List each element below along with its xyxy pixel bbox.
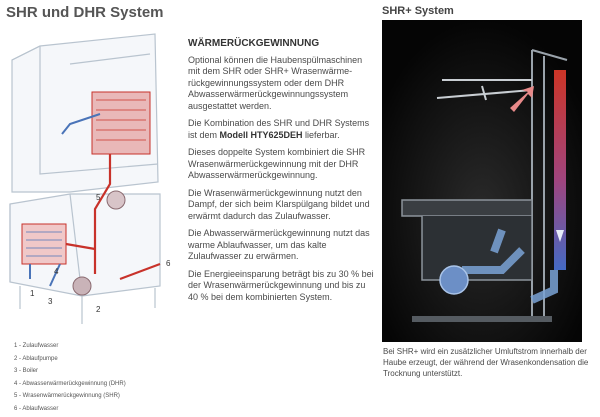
- down-arrow: [556, 230, 564, 242]
- machine-base: [412, 316, 552, 322]
- diagram-label-2: 2: [96, 305, 101, 314]
- paragraph-intro: Optional können die Haubenspülmaschinen …: [188, 54, 363, 111]
- diagram-label-6: 6: [166, 259, 171, 268]
- shr-heat-exchanger: [91, 91, 151, 155]
- circulation-pipes: [462, 228, 558, 304]
- paragraph-energy-saving: Die Energieeinsparung beträgt bis zu 30 …: [188, 268, 374, 302]
- paragraph-vapour-recovery: Die Wrasenwärmerückgewinnung nutzt den D…: [188, 187, 370, 221]
- legend-list: 1 - Zulaufwasser 2 - Ablaufpumpe 3 - Boi…: [14, 340, 190, 415]
- section-heading: WÄRMERÜCKGEWINNUNG: [188, 38, 320, 49]
- diagram-label-4: 4: [54, 267, 59, 276]
- photo-caption: Bei SHR+ wird ein zusätzlicher Umluftstr…: [383, 347, 589, 378]
- diagram-label-5: 5: [96, 193, 101, 202]
- model-name: Modell HTY625DEH: [219, 129, 303, 140]
- legend-item: 3 - Boiler: [14, 368, 39, 374]
- airflow-arrow: [510, 86, 534, 112]
- machine-schematic-illustration: 1 2 3 4 5 6: [9, 33, 171, 324]
- shr-plus-photo: [382, 20, 582, 342]
- combination-text-end: lieferbar.: [302, 129, 340, 140]
- drain-pump: [72, 276, 92, 296]
- diagram-label-1: 1: [30, 289, 35, 298]
- legend-item: 5 - Wrasenwärmerückgewinnung (SHR): [14, 393, 120, 399]
- hot-pipes: [65, 154, 161, 281]
- legend-item: 2 - Ablaufpumpe: [14, 355, 58, 362]
- legend-item: 4 - Abwasserwärmerückgewinnung (DHR): [14, 380, 126, 387]
- paragraph-combination: Die Kombination des SHR und DHR Systems …: [188, 118, 374, 141]
- paragraph-wastewater-recovery: Die Abwasserwärmerückgewinnung nutzt das…: [188, 228, 370, 261]
- title-shr-plus: SHR+ System: [382, 5, 454, 17]
- boiler: [106, 190, 126, 210]
- dhr-heat-exchanger: [21, 223, 67, 265]
- combination-text-start: Die Kombination des SHR und DHR Systems …: [188, 118, 370, 140]
- text-column: WÄRMERÜCKGEWINNUNG Optional können die H…: [188, 38, 374, 309]
- airflow-channel: [554, 70, 566, 270]
- paragraph-double-system: Dieses doppelte System kombiniert die SH…: [188, 147, 366, 180]
- circulation-pump: [439, 265, 469, 295]
- legend-item: 6 - Ablaufwasser: [14, 405, 59, 412]
- diagram-label-3: 3: [48, 297, 53, 306]
- upper-spray-arm: [436, 79, 533, 101]
- cabinet-outline: [9, 193, 161, 324]
- legend-item: 1 - Zulaufwasser: [14, 343, 59, 349]
- title-shr-dhr: SHR und DHR System: [6, 4, 164, 21]
- cold-pipes: [29, 113, 101, 287]
